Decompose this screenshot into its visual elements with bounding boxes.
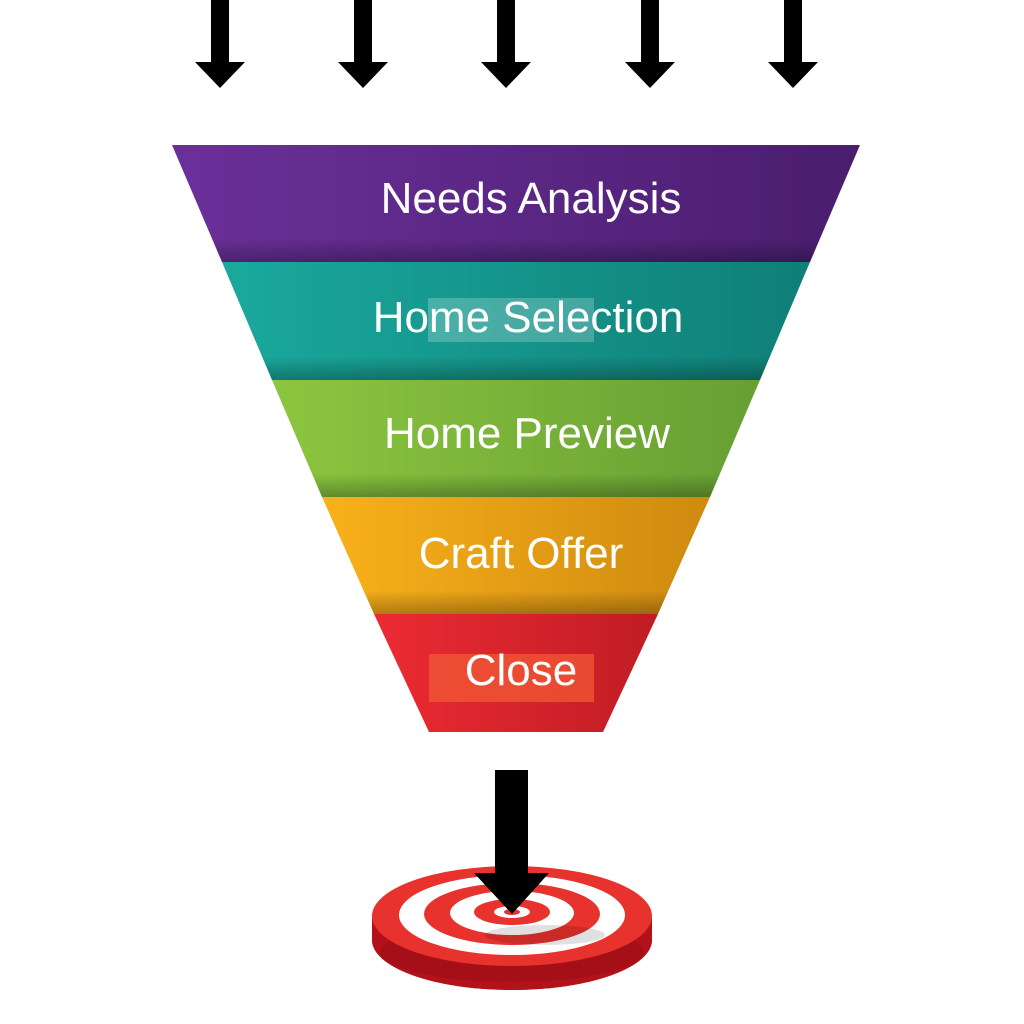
funnel-stage-close: Close — [374, 614, 658, 732]
arrow-down-icon — [768, 0, 818, 88]
arrow-down-icon — [481, 0, 531, 88]
arrow-down-icon — [195, 0, 245, 88]
funnel: Needs Analysis Home Selection Home Previ… — [172, 145, 860, 732]
stage-label: Needs Analysis — [381, 174, 682, 223]
funnel-stage-home-selection: Home Selection — [222, 262, 810, 380]
arrow-down-icon — [338, 0, 388, 88]
funnel-stage-craft-offer: Craft Offer — [322, 497, 710, 614]
input-arrows — [195, 0, 818, 88]
stage-label: Close — [465, 646, 578, 695]
arrow-down-icon — [474, 770, 549, 914]
funnel-stage-needs-analysis: Needs Analysis — [172, 145, 860, 262]
arrow-down-icon — [625, 0, 675, 88]
funnel-stage-home-preview: Home Preview — [272, 380, 760, 497]
stage-label: Craft Offer — [419, 529, 624, 578]
stage-label: Home Preview — [384, 409, 670, 458]
stage-label: Home Selection — [373, 293, 684, 342]
target-icon — [372, 866, 652, 990]
